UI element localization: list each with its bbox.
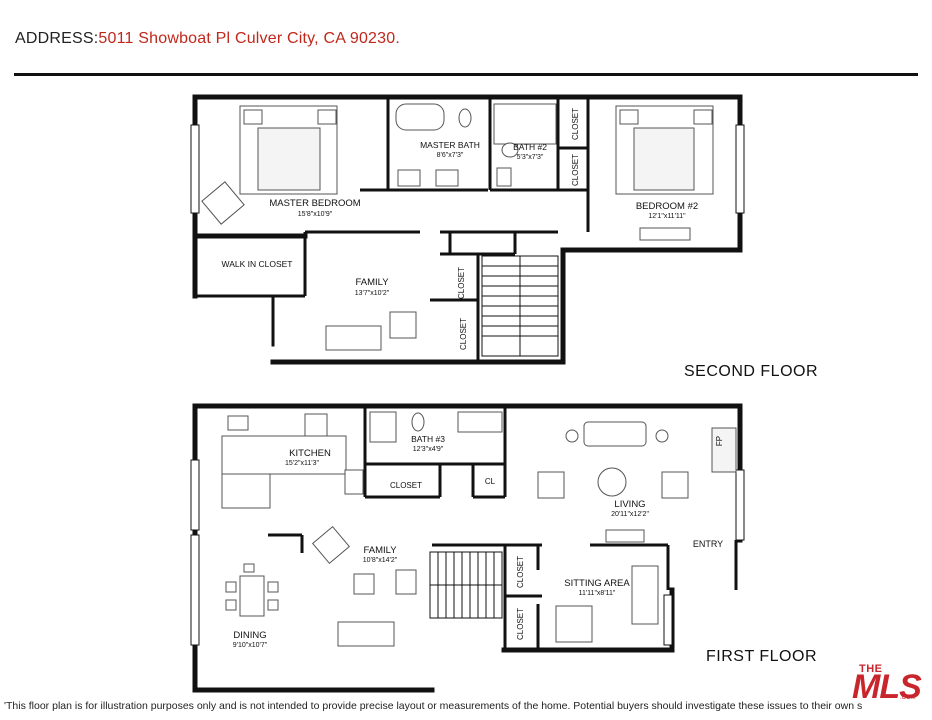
closet-label-4: CLOSET: [459, 318, 468, 350]
room-entry: ENTRY: [693, 539, 723, 549]
closet-label-1: CLOSET: [571, 108, 580, 140]
room-dining-dims: 9'10"x10'7": [233, 642, 268, 649]
room-living-dims: 20'11"x12'2": [611, 511, 649, 518]
bed-icon: [239, 105, 714, 241]
fireplace-label: FP: [715, 436, 724, 446]
second-floor-label: SECOND FLOOR: [684, 363, 819, 380]
room-bath2: BATH #2: [513, 142, 547, 152]
room-walk-in-closet: WALK IN CLOSET: [221, 259, 292, 269]
address-label: ADDRESS:: [15, 30, 99, 47]
room-master-bath: MASTER BATH: [420, 140, 480, 150]
mls-logo-com: .COM: [900, 695, 916, 701]
second-floor-outer-wall: [192, 94, 743, 365]
closet-label-3: CLOSET: [457, 267, 466, 299]
room-dining: DINING: [233, 630, 266, 641]
closet-label-6: CLOSET: [516, 608, 525, 640]
address-value: 5011 Showboat Pl Culver City, CA 90230.: [98, 30, 401, 47]
room-closet-lower: CLOSET: [390, 481, 422, 490]
first-floor-label: FIRST FLOOR: [706, 648, 817, 665]
room-sitting-area-dims: 11'11"x8'11": [579, 590, 616, 597]
room-family-upper: FAMILY: [355, 277, 389, 288]
room-bath2-dims: 5'3"x7'3": [517, 154, 544, 161]
room-master-bath-dims: 8'6"x7'3": [437, 152, 464, 159]
address-line: ADDRESS:5011 Showboat Pl Culver City, CA…: [15, 30, 400, 48]
room-living: LIVING: [614, 499, 645, 510]
mls-logo-the: THE: [859, 663, 883, 675]
closet-label-5: CLOSET: [516, 556, 525, 588]
room-kitchen: KITCHEN: [289, 448, 331, 459]
header-rule: [14, 73, 918, 76]
room-bath3-dims: 12'3"x4'9": [413, 446, 444, 453]
mls-logo-mls: MLS: [852, 668, 922, 706]
closet-label-2: CLOSET: [571, 154, 580, 186]
room-kitchen-dims: 15'2"x11'3": [285, 460, 319, 467]
room-family-lower-dims: 10'8"x14'2": [363, 557, 398, 564]
room-family-lower: FAMILY: [363, 545, 397, 556]
room-bedroom2: BEDROOM #2: [636, 201, 698, 212]
room-bedroom2-dims: 12'1"x11'11": [648, 213, 686, 220]
room-master-bedroom: MASTER BEDROOM: [269, 198, 360, 209]
room-sitting-area: SITTING AREA: [564, 578, 630, 589]
room-bath3: BATH #3: [411, 434, 445, 444]
room-master-bedroom-dims: 15'8"x10'9": [298, 211, 333, 218]
room-cl: CL: [485, 477, 496, 486]
disclaimer-text: 'This floor plan is for illustration pur…: [4, 700, 863, 712]
mls-logo: THE MLS .COM: [848, 660, 928, 708]
room-family-upper-dims: 13'7"x10'2": [355, 290, 390, 297]
